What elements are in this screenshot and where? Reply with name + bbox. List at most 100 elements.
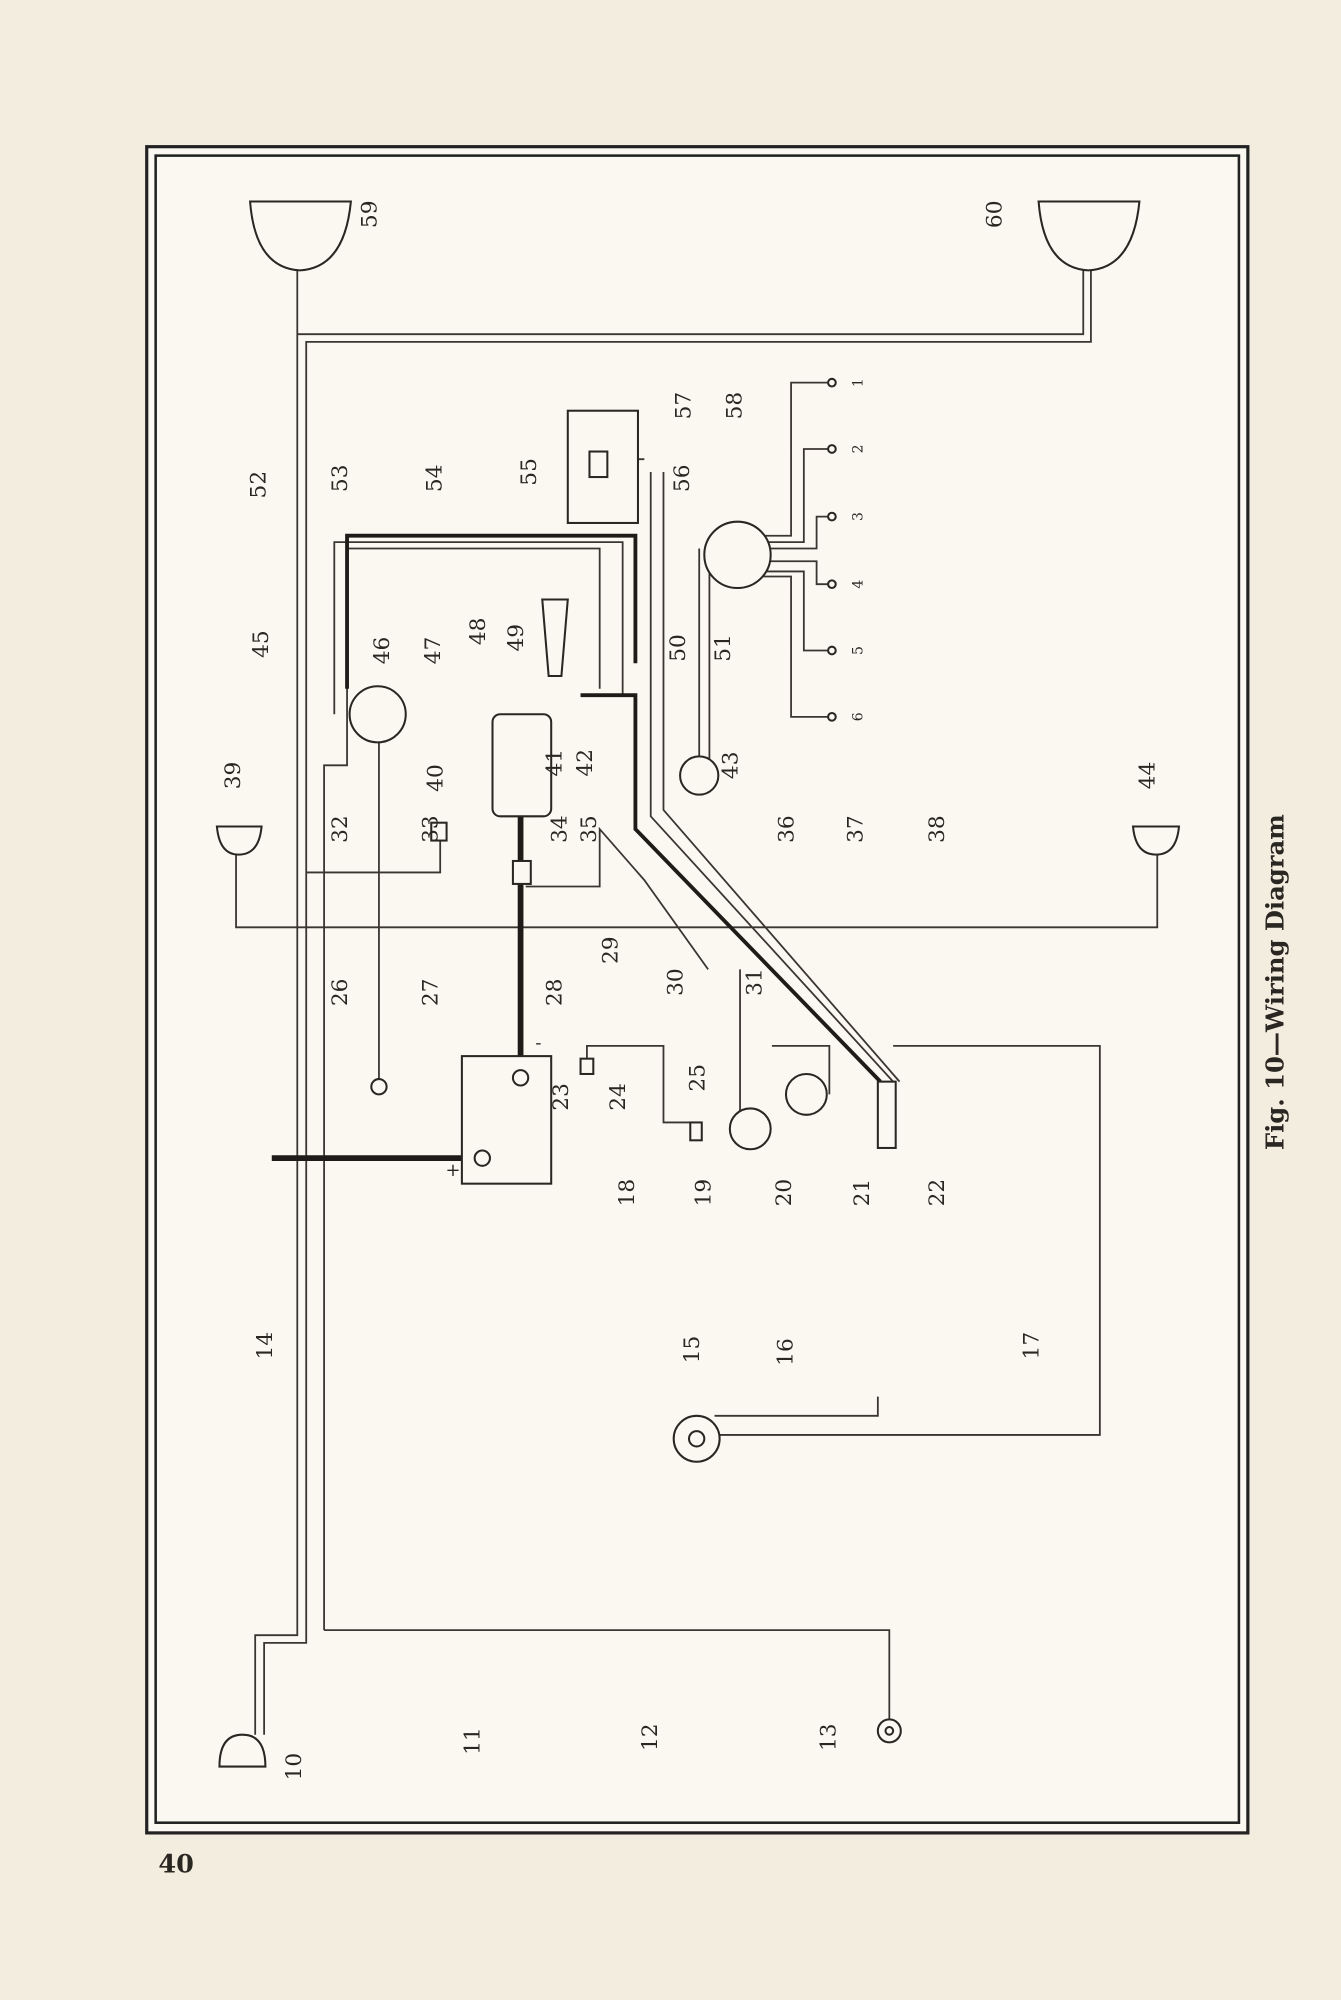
spark-plug-terminal xyxy=(827,377,837,388)
diagram-frame-outer xyxy=(145,145,1250,1835)
wire-32 xyxy=(306,829,442,874)
switch-28-icon xyxy=(579,1057,595,1075)
callout-label-30: 30 xyxy=(664,968,689,996)
battery-positive-label: + xyxy=(445,1160,460,1181)
firing-order-label-2: 2 xyxy=(851,445,867,454)
firing-order-label-3: 3 xyxy=(851,512,867,521)
switch-33-icon xyxy=(430,821,448,842)
wire-54 xyxy=(345,533,638,689)
callout-label-27: 27 xyxy=(419,979,444,1007)
wire-11-12 xyxy=(324,1629,891,1722)
firing-order-label-4: 4 xyxy=(851,580,867,589)
callout-label-46: 46 xyxy=(370,637,395,665)
horn-button-15-center xyxy=(687,1430,706,1448)
firing-order-label-1: 1 xyxy=(851,378,867,387)
harness xyxy=(580,693,882,1083)
callout-label-45: 45 xyxy=(249,630,274,658)
callout-label-18: 18 xyxy=(615,1179,640,1207)
callout-label-59: 59 xyxy=(357,200,382,228)
callout-label-37: 37 xyxy=(844,815,869,843)
callout-label-25: 25 xyxy=(685,1064,710,1092)
callout-label-28: 28 xyxy=(542,979,567,1007)
wire-16 xyxy=(714,1396,879,1417)
callout-label-29: 29 xyxy=(599,936,624,964)
lamp-44-icon xyxy=(1131,825,1181,856)
spark-plug-terminal xyxy=(827,579,837,590)
wire-53 xyxy=(333,541,624,715)
callout-label-49: 49 xyxy=(504,624,529,652)
light-13-center xyxy=(884,1726,895,1736)
diagram-frame-inner xyxy=(154,154,1241,1824)
callout-label-43: 43 xyxy=(718,752,743,780)
callout-label-12: 12 xyxy=(638,1723,663,1751)
callout-label-16: 16 xyxy=(773,1338,798,1366)
callout-label-57: 57 xyxy=(671,392,696,420)
callout-label-14: 14 xyxy=(253,1332,278,1360)
firing-order-label-6: 6 xyxy=(851,712,867,721)
callout-label-42: 42 xyxy=(573,749,598,777)
callout-label-47: 47 xyxy=(421,637,446,665)
distributor-58-icon xyxy=(703,520,772,590)
harness-c xyxy=(662,471,901,1083)
battery-post-neg xyxy=(511,1069,530,1087)
spark-plug-terminal xyxy=(827,645,837,656)
callout-label-58: 58 xyxy=(722,392,747,420)
wire-25 xyxy=(739,969,831,1123)
callout-label-17: 17 xyxy=(1020,1332,1045,1360)
callout-label-56: 56 xyxy=(670,465,695,493)
solenoid-40-icon xyxy=(511,859,532,885)
callout-label-51: 51 xyxy=(711,634,736,662)
callout-label-44: 44 xyxy=(1136,762,1161,790)
callout-label-19: 19 xyxy=(692,1179,717,1207)
callout-label-32: 32 xyxy=(328,815,353,843)
callout-label-39: 39 xyxy=(221,762,246,790)
callout-label-33: 33 xyxy=(419,815,444,843)
wire-24-28 xyxy=(586,1045,696,1124)
callout-label-52: 52 xyxy=(246,471,271,499)
battery-negative-label: - xyxy=(535,1032,541,1053)
starter-41-icon xyxy=(491,713,553,818)
callout-label-50: 50 xyxy=(666,634,691,662)
page-number: 40 xyxy=(158,1849,194,1879)
junction-47-icon xyxy=(348,685,407,744)
components xyxy=(215,200,1181,1768)
regulator-20-icon xyxy=(728,1107,772,1151)
callout-label-54: 54 xyxy=(422,465,447,493)
tail-lamp-10-icon xyxy=(218,1733,267,1768)
callout-label-55: 55 xyxy=(517,458,542,486)
switch-19-icon xyxy=(689,1121,703,1142)
spark-plug-terminal xyxy=(827,711,837,722)
wire-34 xyxy=(525,826,709,970)
spark-plug-terminal xyxy=(827,444,837,454)
headlamp-59-icon xyxy=(248,200,353,272)
callout-label-53: 53 xyxy=(328,465,353,493)
wire-17 xyxy=(714,1045,1101,1436)
callout-label-38: 38 xyxy=(925,815,950,843)
callout-label-11: 11 xyxy=(461,1727,486,1755)
wire-29-lamps xyxy=(235,841,1159,929)
switch-26-icon xyxy=(370,1078,388,1096)
callout-label-35: 35 xyxy=(577,815,602,843)
harness-b xyxy=(649,471,894,1083)
callout-label-13: 13 xyxy=(817,1723,842,1751)
figure-caption: Fig. 10—Wiring Diagram xyxy=(1261,814,1290,1150)
callout-label-34: 34 xyxy=(548,815,573,843)
callout-label-20: 20 xyxy=(772,1179,797,1207)
callout-label-31: 31 xyxy=(743,968,768,996)
callout-label-60: 60 xyxy=(983,200,1008,228)
wire-14 xyxy=(254,204,299,1735)
battery-23-icon xyxy=(460,1055,553,1185)
unit-57-icon xyxy=(588,450,609,479)
callout-label-41: 41 xyxy=(542,749,567,777)
coil-43-icon xyxy=(679,755,720,796)
callout-label-48: 48 xyxy=(466,618,491,646)
callout-label-36: 36 xyxy=(775,815,800,843)
callout-label-40: 40 xyxy=(424,764,449,792)
callout-label-24: 24 xyxy=(606,1083,631,1111)
callout-label-21: 21 xyxy=(850,1179,875,1207)
battery-post-pos xyxy=(473,1149,491,1167)
connector-22-icon xyxy=(876,1080,897,1149)
